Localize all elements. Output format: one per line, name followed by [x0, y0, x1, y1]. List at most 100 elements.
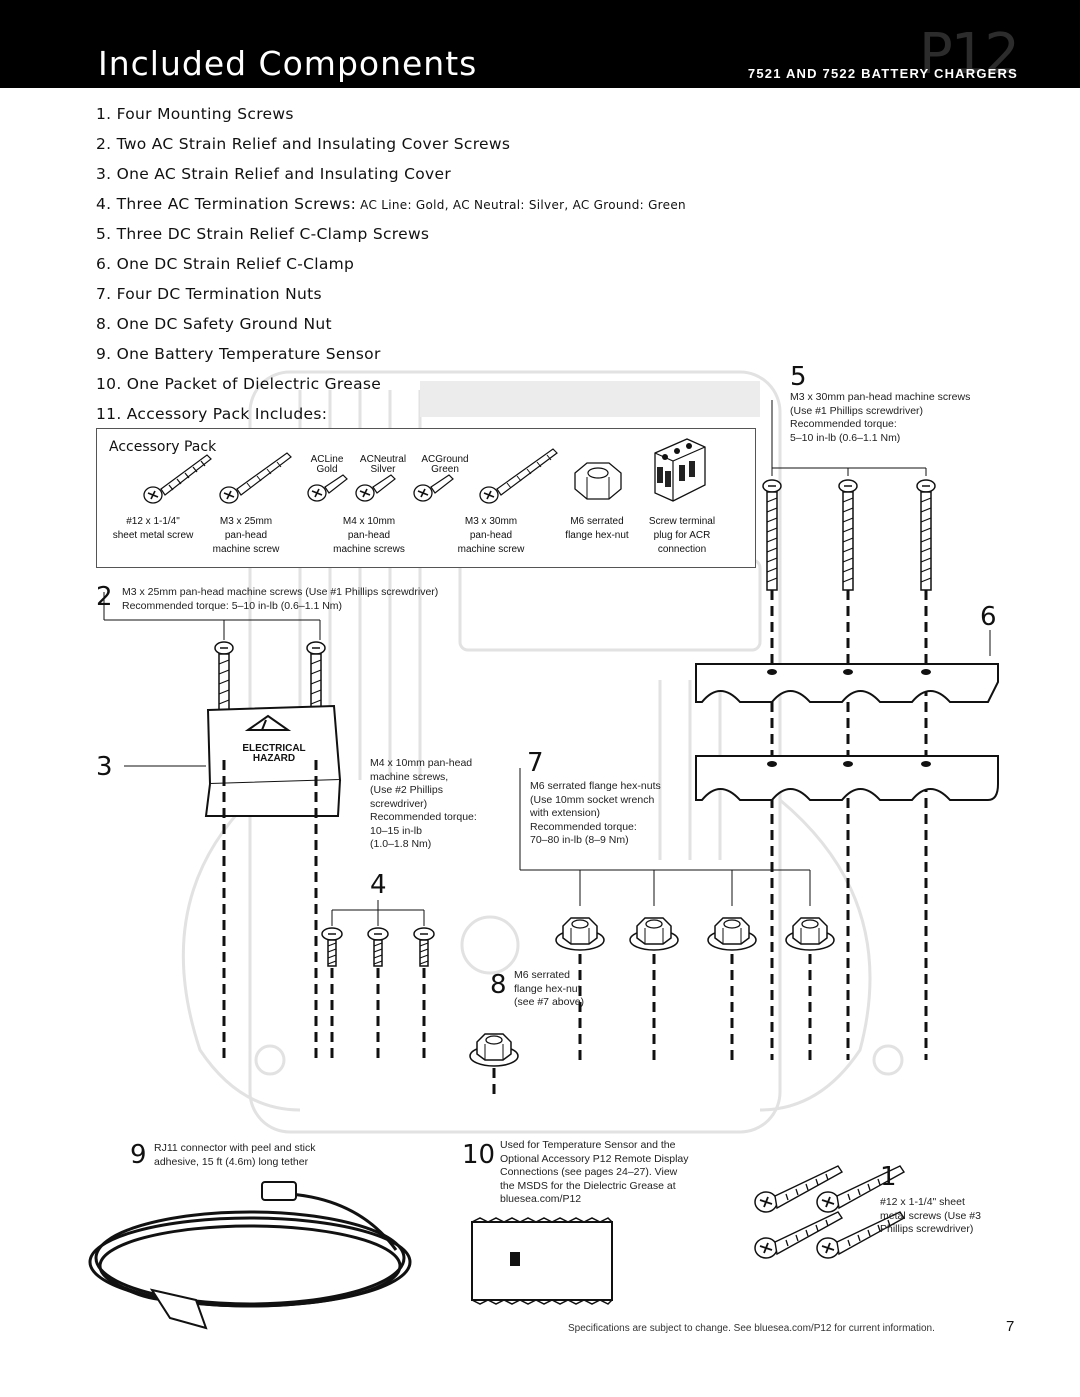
callout-line: Phillips screwdriver): [880, 1223, 974, 1235]
callout-2-number: 2: [96, 582, 113, 612]
callout-line: M3 x 30mm pan-head machine screws: [790, 391, 971, 403]
m3x25-screw-icon: [219, 452, 292, 504]
callout-line: Used for Temperature Sensor and the: [500, 1139, 676, 1151]
callout-8-number: 8: [490, 970, 507, 1000]
m4x10-screw-gold-icon: [307, 474, 348, 502]
ac-termination-screws-icon: [321, 927, 435, 967]
item-line: connection: [657, 544, 707, 555]
callout-line: (see #7 above): [514, 996, 585, 1008]
list-item: 11. Accessory Pack Includes:: [96, 405, 328, 423]
item-line: plug for ACR: [653, 530, 711, 541]
acneutral-label: ACNeutral Silver: [357, 453, 409, 477]
m3x30-screw-icon: [479, 448, 558, 504]
item-line: M6 serrated: [570, 516, 624, 527]
callout-line: Recommended torque: 5–10 in-lb (0.6–1.1 …: [122, 599, 343, 612]
list-item-label: 4. Three AC Termination Screws:: [96, 195, 357, 213]
callout-6-number: 6: [980, 602, 997, 632]
callout-line: flange hex-nut: [514, 982, 581, 995]
callout-line: (Use #2 Phillips: [370, 784, 443, 796]
hex-nut-icon: [574, 462, 622, 500]
accessory-item: M4 x 10mm pan-head machine screws: [319, 515, 419, 557]
callout-5-text: M3 x 30mm pan-head machine screws (Use #…: [790, 391, 1020, 445]
callout-8-text: M6 serrated flange hex-nut (see #7 above…: [514, 969, 624, 1010]
item-line: sheet metal screw: [112, 530, 194, 541]
item-line: Screw terminal: [648, 516, 716, 527]
dc-c-clamp-icon: [695, 663, 999, 801]
ac-screw-colors: AC Line: Gold, AC Neutral: Silver, AC Gr…: [360, 198, 686, 212]
accessory-item: Screw terminal plug for ACR connection: [633, 515, 731, 557]
item-line: machine screw: [457, 544, 525, 555]
item-line: pan-head: [224, 530, 268, 541]
callout-2-text: M3 x 25mm pan-head machine screws (Use #…: [122, 586, 522, 613]
accessory-item: M3 x 25mm pan-head machine screw: [201, 515, 291, 557]
list-item: 7. Four DC Termination Nuts: [96, 285, 322, 303]
m4x10-screw-silver-icon: [355, 474, 396, 502]
accessory-pack-title: Accessory Pack: [109, 439, 217, 455]
callout-10-text: Used for Temperature Sensor and the Opti…: [500, 1139, 740, 1207]
callout-line: bluesea.com/P12: [500, 1193, 582, 1205]
callout-line: M4 x 10mm pan-head: [370, 757, 473, 769]
callout-line: M6 serrated flange hex-nuts: [530, 780, 661, 792]
item-line: machine screw: [212, 544, 280, 555]
footer-disclaimer: Specifications are subject to change. Se…: [568, 1323, 935, 1334]
dc-termination-nuts-icon: [555, 917, 835, 951]
callout-line: Connections (see pages 24–27). View: [500, 1166, 678, 1178]
rj11-connector-icon: [149, 1181, 297, 1330]
list-item: 9. One Battery Temperature Sensor: [96, 345, 381, 363]
item-line: flange hex-nut: [565, 530, 629, 541]
callout-line: M6 serrated: [514, 969, 571, 981]
color-label-name: ACLine: [310, 454, 344, 465]
callout-line: 10–15 in-lb: [370, 824, 422, 837]
accessory-item: #12 x 1-1/4" sheet metal screw: [101, 515, 205, 543]
callout-line: the MSDS for the Dielectric Grease at: [500, 1179, 676, 1192]
callout-line: (Use #1 Phillips screwdriver): [790, 404, 924, 417]
list-item: 4. Three AC Termination Screws:AC Line: …: [96, 194, 686, 224]
dc-clamp-screws-icon: [762, 479, 936, 591]
header-subtitle: 7521 AND 7522 BATTERY CHARGERS: [747, 66, 1018, 81]
list-item: 1. Four Mounting Screws: [96, 105, 294, 123]
callout-1-number: 1: [880, 1162, 897, 1192]
screw-terminal-plug-icon: [654, 438, 706, 502]
callout-line: Recommended torque:: [790, 418, 897, 430]
callout-line: M3 x 25mm pan-head machine screws (Use #…: [122, 586, 439, 598]
dielectric-grease-packet-icon: [471, 1217, 613, 1305]
callout-7-number: 7: [527, 748, 544, 778]
list-item: 10. One Packet of Dielectric Grease: [96, 375, 382, 393]
accessory-item: M6 serrated flange hex-nut: [549, 515, 645, 543]
item-line: M4 x 10mm: [342, 516, 396, 527]
callout-9-number: 9: [130, 1140, 147, 1170]
sheet-metal-screw-icon: [143, 454, 212, 504]
callout-line: (1.0–1.8 Nm): [370, 838, 432, 850]
accessory-pack-parts: [143, 438, 706, 504]
list-item: 6. One DC Strain Relief C-Clamp: [96, 255, 355, 273]
accessory-item: M3 x 30mm pan-head machine screw: [443, 515, 539, 557]
color-label-color: Gold: [316, 464, 338, 475]
item-line: M3 x 30mm: [464, 516, 518, 527]
hazard-line: HAZARD: [252, 753, 296, 764]
callout-line: 70–80 in-lb (8–9 Nm): [530, 834, 629, 846]
callout-line: metal screws (Use #3: [880, 1209, 981, 1222]
item-line: pan-head: [347, 530, 391, 541]
color-label-name: ACNeutral: [359, 454, 407, 465]
page-number: 7: [1006, 1318, 1015, 1335]
callout-5-number: 5: [790, 362, 807, 392]
callout-line: screwdriver): [370, 797, 428, 810]
callout-line: adhesive, 15 ft (4.6m) long tether: [154, 1155, 309, 1168]
ac-insulating-cover-icon: [204, 704, 342, 817]
item-line: machine screws: [333, 544, 405, 555]
dc-ground-nut-icon: [469, 1033, 519, 1067]
m4x10-screw-green-icon: [413, 474, 454, 502]
hazard-line: ELECTRICAL: [242, 743, 306, 754]
color-label-name: ACGround: [421, 454, 469, 465]
callout-line: (Use 10mm socket wrench: [530, 793, 655, 806]
callout-line: #12 x 1-1/4" sheet: [880, 1196, 965, 1208]
color-label-color: Green: [431, 464, 459, 475]
callout-4-number: 4: [370, 870, 387, 900]
page-header: [0, 0, 1080, 88]
callout-line: machine screws,: [370, 770, 449, 783]
list-item: 8. One DC Safety Ground Nut: [96, 315, 332, 333]
item-line: #12 x 1-1/4": [126, 516, 180, 527]
model-name: P12: [918, 22, 1020, 87]
